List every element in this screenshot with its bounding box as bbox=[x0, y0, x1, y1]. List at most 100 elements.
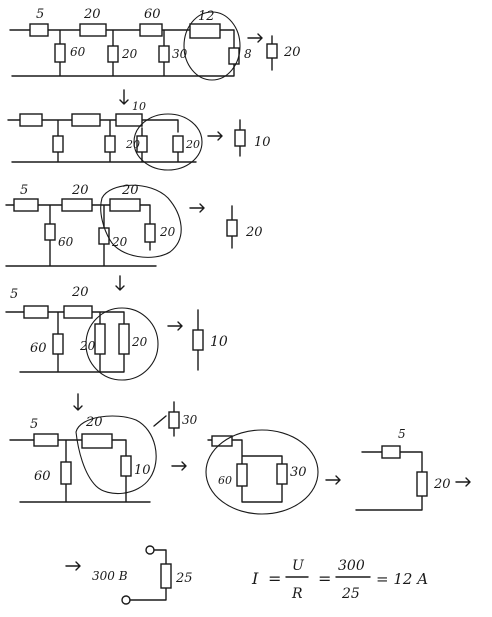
resistor-5 bbox=[23, 305, 49, 319]
resistor-v-20b bbox=[144, 223, 156, 243]
selection-loop bbox=[100, 184, 182, 258]
arrow bbox=[167, 321, 183, 331]
label-final-top: 5 bbox=[398, 427, 406, 441]
resistor-20 bbox=[71, 113, 101, 127]
selection-loop bbox=[205, 429, 319, 515]
label-v-30: 30 bbox=[172, 47, 188, 61]
result-resistor bbox=[192, 329, 204, 351]
formula-num2: 300 bbox=[338, 558, 365, 574]
resistor-side bbox=[168, 411, 180, 429]
result-resistor bbox=[226, 219, 238, 237]
resistor-v-60 bbox=[52, 135, 64, 153]
resistor-20 bbox=[79, 23, 107, 37]
selection-loop bbox=[133, 113, 203, 171]
resistor-v-30 bbox=[158, 45, 170, 63]
result-resistor bbox=[266, 43, 278, 59]
label-20: 20 bbox=[83, 7, 101, 22]
label-p2: 20 bbox=[185, 138, 200, 151]
stage-5: 5 20 60 10 30 60 30 5 20 bbox=[9, 401, 471, 515]
resistor-25 bbox=[160, 563, 172, 589]
label-v-20: 20 bbox=[121, 47, 138, 61]
label-top: 10 bbox=[132, 100, 146, 113]
label-5: 5 bbox=[36, 7, 44, 22]
final-circuit: 300 B 25 bbox=[65, 545, 193, 605]
arrow bbox=[65, 561, 81, 571]
resistor-60 bbox=[139, 23, 163, 37]
arrow bbox=[325, 475, 341, 485]
resistor-v-60 bbox=[44, 223, 56, 241]
label-voltage: 300 B bbox=[92, 569, 128, 583]
resistor-v-60 bbox=[52, 333, 64, 355]
resistor-final-right bbox=[416, 471, 428, 497]
formula-result: = 12 A bbox=[376, 570, 428, 588]
stage-4: 5 20 60 20 20 10 bbox=[5, 285, 228, 381]
arrow bbox=[207, 131, 223, 141]
resistor-20 bbox=[61, 198, 93, 212]
final-wires bbox=[129, 549, 167, 601]
equals-2: = bbox=[318, 569, 331, 588]
label-v-20: 20 bbox=[111, 235, 128, 249]
resistor-final-top bbox=[381, 445, 401, 459]
selection-loop bbox=[85, 307, 159, 381]
resistor-20 bbox=[81, 433, 113, 449]
terminal-bottom bbox=[121, 595, 131, 605]
arrow bbox=[247, 33, 263, 43]
label-p1: 20 bbox=[79, 339, 96, 353]
resistor-v-20 bbox=[107, 45, 119, 63]
arrow-down-3 bbox=[115, 275, 125, 291]
label-side: 30 bbox=[182, 413, 198, 427]
result-20: 20 bbox=[283, 45, 301, 60]
resistor-v-60 bbox=[54, 43, 66, 63]
final-wires bbox=[355, 451, 423, 511]
result-10: 10 bbox=[254, 135, 271, 150]
resistor-top-small bbox=[211, 435, 233, 447]
label-b: 30 bbox=[290, 465, 307, 480]
selection-loop bbox=[75, 415, 157, 495]
side-lead bbox=[153, 401, 175, 437]
label-v-10: 10 bbox=[134, 463, 151, 478]
label-resistance: 25 bbox=[175, 571, 193, 586]
formula-lhs: I bbox=[251, 569, 259, 588]
resistor-20b bbox=[109, 198, 141, 212]
resistor-p1 bbox=[94, 323, 106, 355]
resistor-a bbox=[236, 463, 248, 487]
resistor-p2 bbox=[118, 323, 130, 355]
resistor-p2 bbox=[172, 135, 184, 153]
arrow-down-1 bbox=[119, 89, 129, 105]
label-20: 20 bbox=[71, 285, 89, 300]
result-resistor bbox=[234, 129, 246, 147]
label-a: 60 bbox=[218, 474, 232, 487]
arrow-down-4 bbox=[73, 393, 83, 411]
label-final-right: 20 bbox=[433, 477, 451, 492]
label-5: 5 bbox=[30, 417, 38, 432]
label-v-60: 60 bbox=[70, 45, 86, 59]
label-5: 5 bbox=[20, 183, 28, 198]
label-v-60: 60 bbox=[34, 469, 51, 484]
resistor-20 bbox=[63, 305, 93, 319]
terminal-top bbox=[145, 545, 155, 555]
label-v-60: 60 bbox=[58, 235, 74, 249]
stage-1: 5 20 60 12 60 20 30 8 20 bbox=[9, 7, 301, 81]
resistor-v-20 bbox=[104, 135, 116, 153]
label-20b: 20 bbox=[121, 183, 139, 198]
resistor-b bbox=[276, 463, 288, 485]
label-20: 20 bbox=[85, 415, 103, 430]
label-12: 12 bbox=[198, 9, 215, 24]
resistor-5 bbox=[13, 198, 39, 212]
resistor-10 bbox=[115, 113, 143, 127]
formula-den2: 25 bbox=[341, 586, 360, 602]
label-v-60: 60 bbox=[30, 341, 47, 356]
resistor-5 bbox=[19, 113, 43, 127]
equals-1: = bbox=[268, 569, 281, 588]
result-10: 10 bbox=[210, 334, 228, 350]
resistor-p1 bbox=[136, 135, 148, 153]
label-60: 60 bbox=[144, 7, 161, 22]
label-p1: 20 bbox=[125, 138, 140, 151]
resistor-5 bbox=[29, 23, 49, 37]
stage-3: 5 20 20 60 20 20 20 bbox=[5, 183, 263, 267]
resistor-12 bbox=[189, 23, 221, 39]
label-5: 5 bbox=[10, 287, 18, 302]
resistor-5 bbox=[33, 433, 59, 447]
formula-den1: R bbox=[291, 586, 303, 602]
